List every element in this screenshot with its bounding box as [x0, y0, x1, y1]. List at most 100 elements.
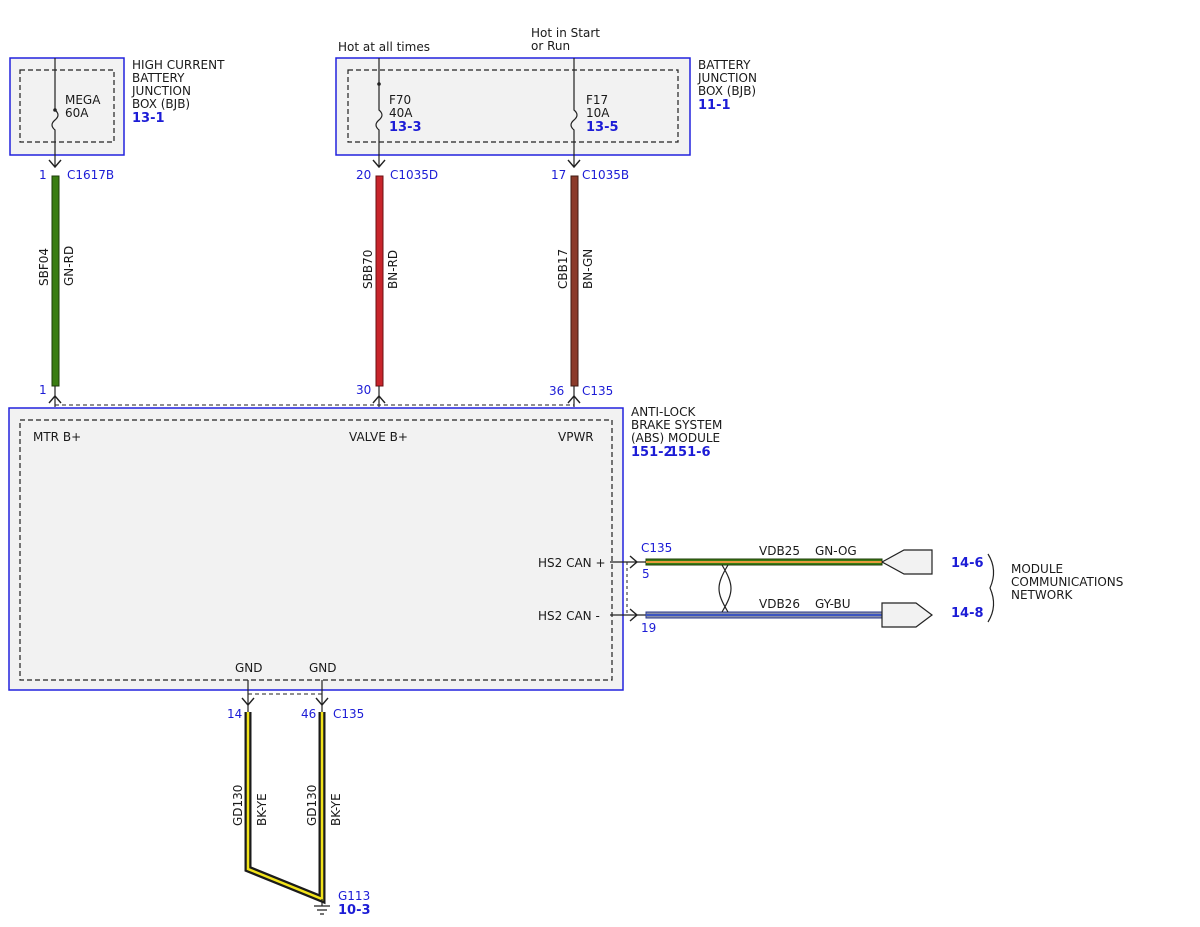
wire3-connector-top: C1035B: [582, 168, 629, 182]
ground-circuit-left: GD130: [231, 785, 245, 826]
mega-fuse-rating: 60A: [65, 106, 89, 120]
can-plus-continuation-icon: [880, 549, 933, 575]
bjb-box: [335, 57, 691, 156]
can-lead-lines: [610, 561, 646, 616]
wire2-connector-top: C1035D: [390, 168, 438, 182]
connector-arrow-icon: [372, 159, 386, 169]
hcbjb-inner-box: [19, 69, 115, 143]
module-arrow-icons: [48, 394, 581, 404]
can-minus-ref[interactable]: 14-8: [951, 606, 984, 621]
ground-ref[interactable]: 10-3: [338, 903, 371, 918]
ground-lead-lines: [247, 680, 323, 712]
can-bus: C135 5 19 VDB25 GN-OG VDB26 GY-BU 14-6 1…: [610, 541, 1123, 635]
pin-valve-label: VALVE B+: [349, 430, 408, 444]
ground-wires: 14 46 C135 GD130 BK-YE GD130 BK-YE G113 …: [227, 680, 371, 918]
wire-gd130-stripe: [246, 712, 324, 901]
bjb-inner-box: [347, 69, 679, 143]
can-minus-continuation-icon: [881, 602, 933, 628]
abs-title-1: ANTI-LOCK: [631, 405, 696, 419]
network-label-2: COMMUNICATIONS: [1011, 575, 1123, 589]
battery-junction-box: Hot at all times Hot in Start or Run BAT…: [335, 26, 757, 169]
bjb-title-1: BATTERY: [698, 58, 751, 72]
f17-name: F17: [586, 93, 608, 107]
connector-arrow-icon: [48, 159, 62, 169]
ground-circuit-right: GD130: [305, 785, 319, 826]
f17-ref[interactable]: 13-5: [586, 120, 619, 135]
network-label-3: NETWORK: [1011, 588, 1074, 602]
pin-mtr-label: MTR B+: [33, 430, 81, 444]
wire-vdb26-stripe: [646, 614, 882, 616]
fuse-dot-icon: [377, 82, 381, 86]
can-plus-circuit: VDB25: [759, 544, 800, 558]
can-minus-color-code: GY-BU: [815, 597, 851, 611]
hot-in-start-label-2: or Run: [531, 39, 570, 53]
wire3-connector-bottom: C135: [582, 384, 613, 398]
f70-fuse-symbol: [375, 58, 383, 166]
ground-connector: C135: [333, 707, 364, 721]
power-wires: 1 C1617B SBF04 GN-RD 1 20 C1035D SBB70 B…: [37, 168, 629, 398]
ground-symbol-icon: [314, 899, 330, 915]
wire1-pin-top: 1: [39, 168, 47, 182]
wire2-color-code: BN-RD: [386, 250, 400, 289]
ground-id: G113: [338, 889, 370, 903]
ground-arrow-icons: [241, 697, 329, 707]
pin-vpwr-label: VPWR: [558, 430, 594, 444]
wire1-pin-bottom: 1: [39, 383, 47, 397]
wire-cbb17[interactable]: [570, 175, 579, 387]
abs-ref-2[interactable]: 151-6: [669, 445, 711, 460]
can-plus-ref[interactable]: 14-6: [951, 556, 984, 571]
wire1-color-code: GN-RD: [62, 246, 76, 286]
hcbjb-title-2: BATTERY: [132, 71, 185, 85]
pin-gnd1-label: GND: [235, 661, 263, 675]
hcbjb-title-1: HIGH CURRENT: [132, 58, 225, 72]
can-plus-color-code: GN-OG: [815, 544, 857, 558]
wire-vdb25-stripe: [646, 561, 882, 563]
pin-can-plus-label: HS2 CAN +: [538, 556, 606, 570]
bjb-title-3: BOX (BJB): [698, 84, 756, 98]
can-minus-circuit: VDB26: [759, 597, 800, 611]
pin-gnd2-label: GND: [309, 661, 337, 675]
network-label-1: MODULE: [1011, 562, 1063, 576]
wire1-circuit: SBF04: [37, 248, 51, 286]
wire1-connector-top: C1617B: [67, 168, 114, 182]
can-minus-pin: 19: [641, 621, 656, 635]
fuse-dot-icon: [53, 108, 57, 112]
abs-title-3: (ABS) MODULE: [631, 431, 720, 445]
abs-module-box: [8, 407, 624, 691]
f70-name: F70: [389, 93, 411, 107]
wire3-pin-bottom: 36: [549, 384, 564, 398]
twisted-pair-icon: [718, 564, 732, 613]
high-current-bjb: HIGH CURRENT BATTERY JUNCTION BOX (BJB) …: [9, 57, 225, 169]
wire-sbb70[interactable]: [375, 175, 384, 387]
hot-in-start-label-1: Hot in Start: [531, 26, 600, 40]
f70-rating: 40A: [389, 106, 413, 120]
bjb-ref[interactable]: 11-1: [698, 98, 731, 113]
ground-pin-right: 46: [301, 707, 316, 721]
abs-ref-1[interactable]: 151-2: [631, 445, 673, 460]
wire2-circuit: SBB70: [361, 250, 375, 289]
wire2-pin-bottom: 30: [356, 383, 371, 397]
wire2-pin-top: 20: [356, 168, 371, 182]
wire3-circuit: CBB17: [556, 249, 570, 289]
module-lead-lines: [54, 386, 575, 407]
can-plus-pin: 5: [642, 567, 650, 581]
pin-can-minus-label: HS2 CAN -: [538, 609, 600, 623]
abs-inner-box: [19, 419, 613, 681]
f17-rating: 10A: [586, 106, 610, 120]
hcbjb-ref[interactable]: 13-1: [132, 111, 165, 126]
hcbjb-box: [9, 57, 125, 156]
abs-module: ANTI-LOCK BRAKE SYSTEM (ABS) MODULE 151-…: [8, 386, 722, 691]
ground-color-left: BK-YE: [255, 793, 269, 826]
wire3-color-code: BN-GN: [581, 249, 595, 289]
hcbjb-title-4: BOX (BJB): [132, 97, 190, 111]
ground-pin-left: 14: [227, 707, 242, 721]
can-connector: C135: [641, 541, 672, 555]
wire-sbf04[interactable]: [51, 175, 60, 387]
wire3-pin-top: 17: [551, 168, 566, 182]
ground-color-right: BK-YE: [329, 793, 343, 826]
f17-fuse-symbol: [570, 58, 578, 166]
bjb-title-2: JUNCTION: [697, 71, 757, 85]
f70-ref[interactable]: 13-3: [389, 120, 422, 135]
hcbjb-title-3: JUNCTION: [131, 84, 191, 98]
